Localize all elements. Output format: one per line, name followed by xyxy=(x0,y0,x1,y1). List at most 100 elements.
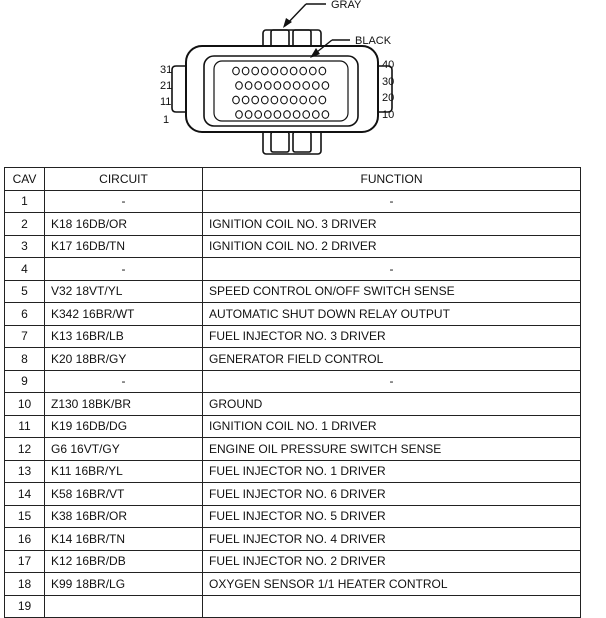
cavity-pin xyxy=(263,110,272,119)
table-row: 9-- xyxy=(4,369,581,393)
function-cell: FUEL INJECTOR NO. 5 DRIVER xyxy=(202,504,581,528)
cav-cell: 2 xyxy=(4,212,45,236)
circuit-cell: K11 16BR/YL xyxy=(44,459,203,483)
table-row: 19 xyxy=(4,594,581,618)
function-cell: IGNITION COIL NO. 2 DRIVER xyxy=(202,234,581,258)
connector-face-inner xyxy=(213,60,349,122)
cav-cell: 16 xyxy=(4,527,45,551)
cavity-pin xyxy=(241,95,250,105)
function-cell: - xyxy=(202,189,581,213)
function-cell: FUEL INJECTOR NO. 1 DRIVER xyxy=(202,459,581,483)
cavity-pin xyxy=(270,66,279,76)
left-cavity-numbers: 31 21 11 1 xyxy=(160,64,172,126)
cavity-pin xyxy=(260,95,269,105)
function-cell: GROUND xyxy=(202,392,581,416)
cavity-pin xyxy=(280,95,288,105)
right-number-30: 30 xyxy=(382,76,394,88)
function-cell: IGNITION COIL NO. 3 DRIVER xyxy=(202,212,581,236)
circuit-cell: K18 16DB/OR xyxy=(44,212,203,236)
left-number-11: 11 xyxy=(160,96,171,108)
cavity-pin xyxy=(308,95,317,105)
cavity-pin xyxy=(321,110,330,119)
circuit-cell: K14 16BR/TN xyxy=(44,527,203,551)
cavity-pin xyxy=(283,81,291,90)
circuit-cell: - xyxy=(44,257,203,281)
cavity-pins xyxy=(232,66,330,119)
cavity-pin xyxy=(241,66,250,76)
header-function: FUNCTION xyxy=(202,167,581,191)
cav-cell: 9 xyxy=(4,369,45,393)
function-cell: SPEED CONTROL ON/OFF SWITCH SENSE xyxy=(202,279,581,303)
circuit-cell: K13 16BR/LB xyxy=(44,324,203,348)
cav-cell: 1 xyxy=(4,189,45,213)
cav-cell: 10 xyxy=(4,392,45,416)
cavity-pin xyxy=(299,95,308,105)
left-number-31: 31 xyxy=(160,64,172,76)
circuit-cell: K342 16BR/WT xyxy=(44,302,203,326)
cav-cell: 12 xyxy=(4,437,45,461)
cav-cell: 15 xyxy=(4,504,45,528)
circuit-cell xyxy=(44,594,203,618)
cavity-pin xyxy=(299,66,308,76)
cavity-pin xyxy=(273,81,282,90)
cav-cell: 4 xyxy=(4,257,45,281)
cavity-pin xyxy=(311,81,320,90)
cav-cell: 19 xyxy=(4,594,45,618)
cavity-pin xyxy=(251,66,260,76)
cavity-pin xyxy=(318,95,327,105)
cavity-pin xyxy=(318,66,327,76)
cavity-pin xyxy=(292,110,301,119)
right-number-10: 10 xyxy=(382,109,394,121)
table-header-row: CAV CIRCUIT FUNCTION xyxy=(4,167,581,191)
function-cell xyxy=(202,594,581,618)
right-cavity-numbers: 40 30 20 10 xyxy=(382,59,394,121)
gray-callout-arrow xyxy=(283,18,292,28)
left-number-1: 1 xyxy=(163,114,169,126)
circuit-cell: - xyxy=(44,189,203,213)
function-cell: FUEL INJECTOR NO. 4 DRIVER xyxy=(202,527,581,551)
circuit-cell: V32 18VT/YL xyxy=(44,279,203,303)
cavity-pin xyxy=(321,81,330,90)
black-callout-arrow xyxy=(310,48,320,58)
function-cell: OXYGEN SENSOR 1/1 HEATER CONTROL xyxy=(202,572,581,596)
cavity-pin xyxy=(244,110,253,119)
cav-cell: 5 xyxy=(4,279,45,303)
function-cell: - xyxy=(202,257,581,281)
cavity-pin xyxy=(270,95,279,105)
function-cell: GENERATOR FIELD CONTROL xyxy=(202,347,581,371)
cavity-pin xyxy=(308,66,317,76)
cav-cell: 7 xyxy=(4,324,45,348)
function-cell: IGNITION COIL NO. 1 DRIVER xyxy=(202,414,581,438)
function-cell: ENGINE OIL PRESSURE SWITCH SENSE xyxy=(202,437,581,461)
cav-cell: 8 xyxy=(4,347,45,371)
cavity-pin xyxy=(302,81,311,90)
black-label: BLACK xyxy=(355,35,392,47)
cav-cell: 13 xyxy=(4,459,45,483)
cavity-pin xyxy=(273,110,282,119)
right-number-40: 40 xyxy=(382,59,394,71)
cav-cell: 14 xyxy=(4,482,45,506)
circuit-cell: K99 18BR/LG xyxy=(44,572,203,596)
cav-cell: 6 xyxy=(4,302,45,326)
side-ears xyxy=(171,65,393,113)
cavity-pin xyxy=(289,66,298,76)
header-circuit: CIRCUIT xyxy=(44,167,203,191)
cavity-pin xyxy=(235,81,243,90)
cavity-pin xyxy=(232,95,240,105)
right-number-20: 20 xyxy=(382,92,394,104)
table-row: 4-- xyxy=(4,257,581,281)
function-cell: - xyxy=(202,369,581,393)
gray-label: GRAY xyxy=(331,0,362,11)
